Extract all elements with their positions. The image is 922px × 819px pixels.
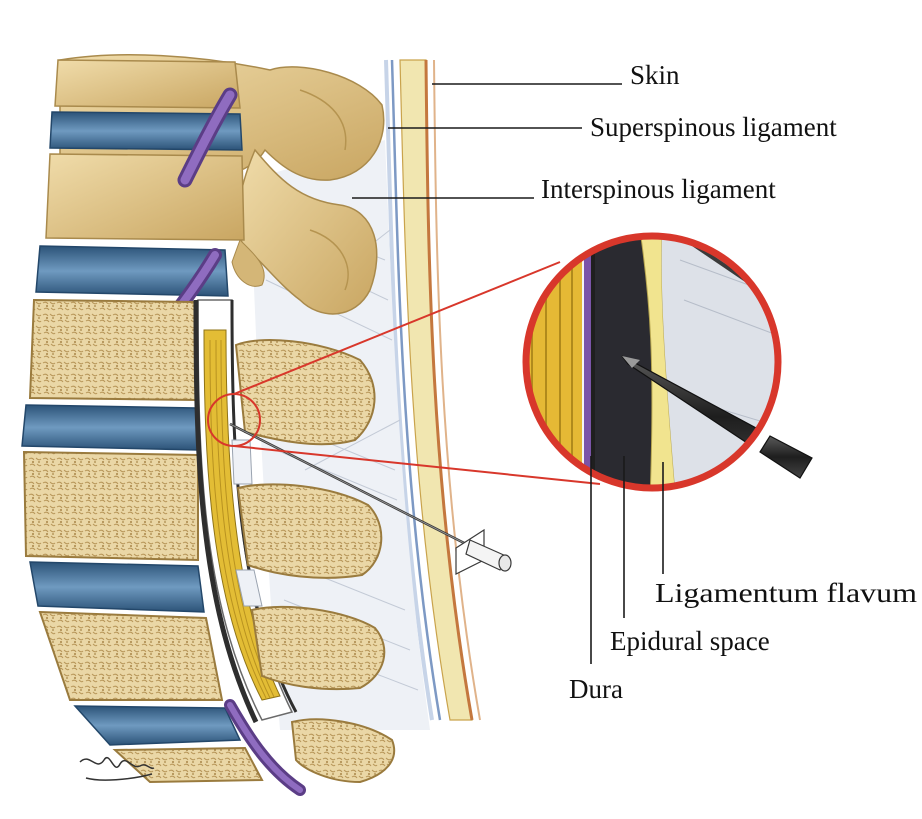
needle-hub <box>455 528 512 575</box>
ligamentum-flavum-label: Ligamentum flavum <box>655 578 917 608</box>
skin-label: Skin <box>630 60 680 90</box>
dura-label: Dura <box>569 674 623 704</box>
labels: Skin Superspinous ligament Interspinous … <box>541 60 917 704</box>
epidural-space-label: Epidural space <box>610 626 770 656</box>
zoom-ring <box>522 232 782 492</box>
spinal-canal <box>193 299 306 796</box>
spinous-processes <box>231 339 396 784</box>
zoom-connector-top <box>233 261 561 395</box>
superspinous-ligament-label: Superspinous ligament <box>590 112 837 142</box>
label-leaders <box>352 83 664 664</box>
lumbar-vertebral-bodies <box>21 298 264 784</box>
zoom-callout <box>207 232 813 492</box>
skin-layers <box>384 59 481 721</box>
epidural-needle <box>229 422 512 575</box>
artist-signature-icon <box>79 757 155 781</box>
zoom-connector-bottom <box>233 445 601 485</box>
interspinous-ligament-label: Interspinous ligament <box>541 174 776 204</box>
